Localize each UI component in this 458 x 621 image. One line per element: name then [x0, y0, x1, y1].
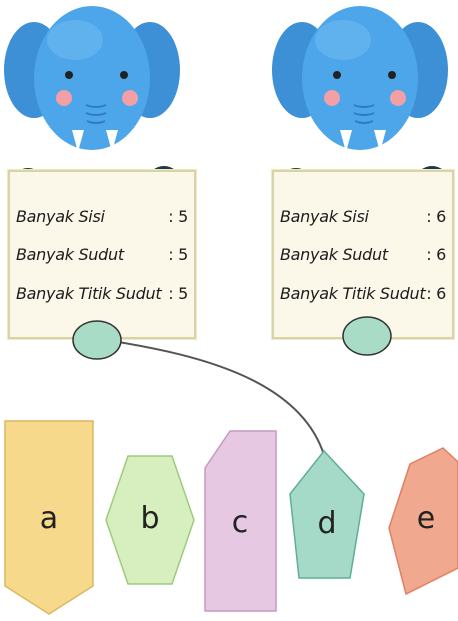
card-row-vertices: Banyak Titik Sudut : 6	[280, 284, 446, 310]
card-row-angles: Banyak Sudut : 6	[280, 245, 446, 271]
connector-line	[111, 340, 325, 456]
info-card-left: Banyak Sisi : 5 Banyak Sudut : 5 Banyak …	[8, 170, 196, 339]
row-label: Banyak Sudut	[280, 245, 388, 264]
info-card-right: Banyak Sisi : 6 Banyak Sudut : 6 Banyak …	[272, 170, 454, 339]
card-row-angles: Banyak Sudut : 5	[16, 245, 188, 271]
row-label: Banyak Titik Sudut	[16, 284, 162, 303]
card-row-sides: Banyak Sisi : 6	[280, 207, 446, 233]
shape-b-label: b	[140, 501, 160, 536]
row-value: : 5	[168, 207, 188, 226]
row-value: : 5	[168, 245, 188, 264]
shape-c-label: c	[231, 505, 249, 540]
shape-e-label: e	[416, 501, 436, 536]
row-label: Banyak Sudut	[16, 245, 124, 264]
row-value: : 6	[426, 284, 446, 303]
shape-d-label: d	[317, 506, 337, 541]
connector-oval-left[interactable]	[72, 320, 122, 360]
shape-a-label: a	[39, 501, 59, 536]
row-value: : 6	[426, 245, 446, 264]
connector-oval-right[interactable]	[342, 316, 392, 356]
row-value: : 5	[168, 284, 188, 303]
row-value: : 6	[426, 207, 446, 226]
row-label: Banyak Titik Sudut	[280, 284, 426, 303]
card-row-vertices: Banyak Titik Sudut : 5	[16, 284, 188, 310]
card-row-sides: Banyak Sisi : 5	[16, 207, 188, 233]
row-label: Banyak Sisi	[16, 207, 105, 226]
row-label: Banyak Sisi	[280, 207, 369, 226]
